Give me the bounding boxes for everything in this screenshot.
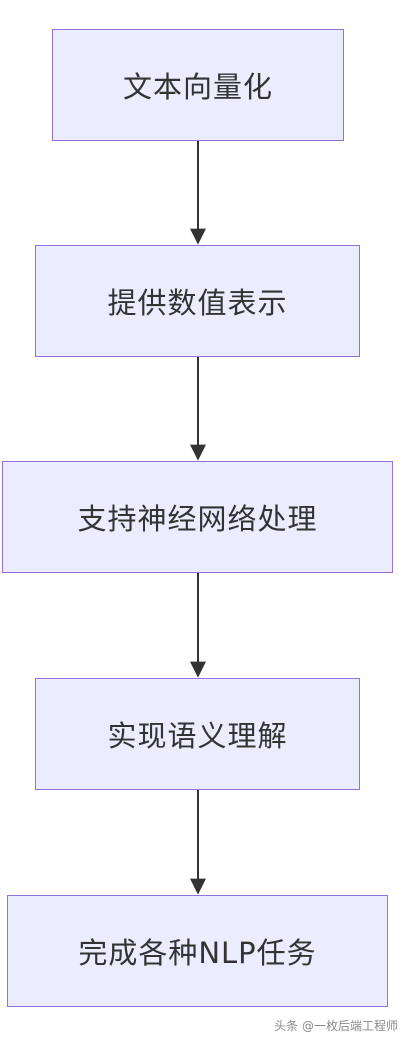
node-label: 支持神经网络处理 <box>77 502 318 536</box>
node-nlp-tasks: 完成各种NLP任务 <box>7 895 388 1007</box>
node-numeric-representation: 提供数值表示 <box>35 245 360 357</box>
node-label: 文本向量化 <box>122 70 273 104</box>
node-neural-network-processing: 支持神经网络处理 <box>2 461 393 573</box>
node-label: 完成各种NLP任务 <box>78 936 317 970</box>
node-label: 提供数值表示 <box>107 286 288 320</box>
watermark: 头条 @一枚后端工程师 <box>274 1019 398 1033</box>
node-label: 实现语义理解 <box>107 719 288 753</box>
node-text-vectorization: 文本向量化 <box>52 29 344 141</box>
node-semantic-understanding: 实现语义理解 <box>35 678 360 790</box>
